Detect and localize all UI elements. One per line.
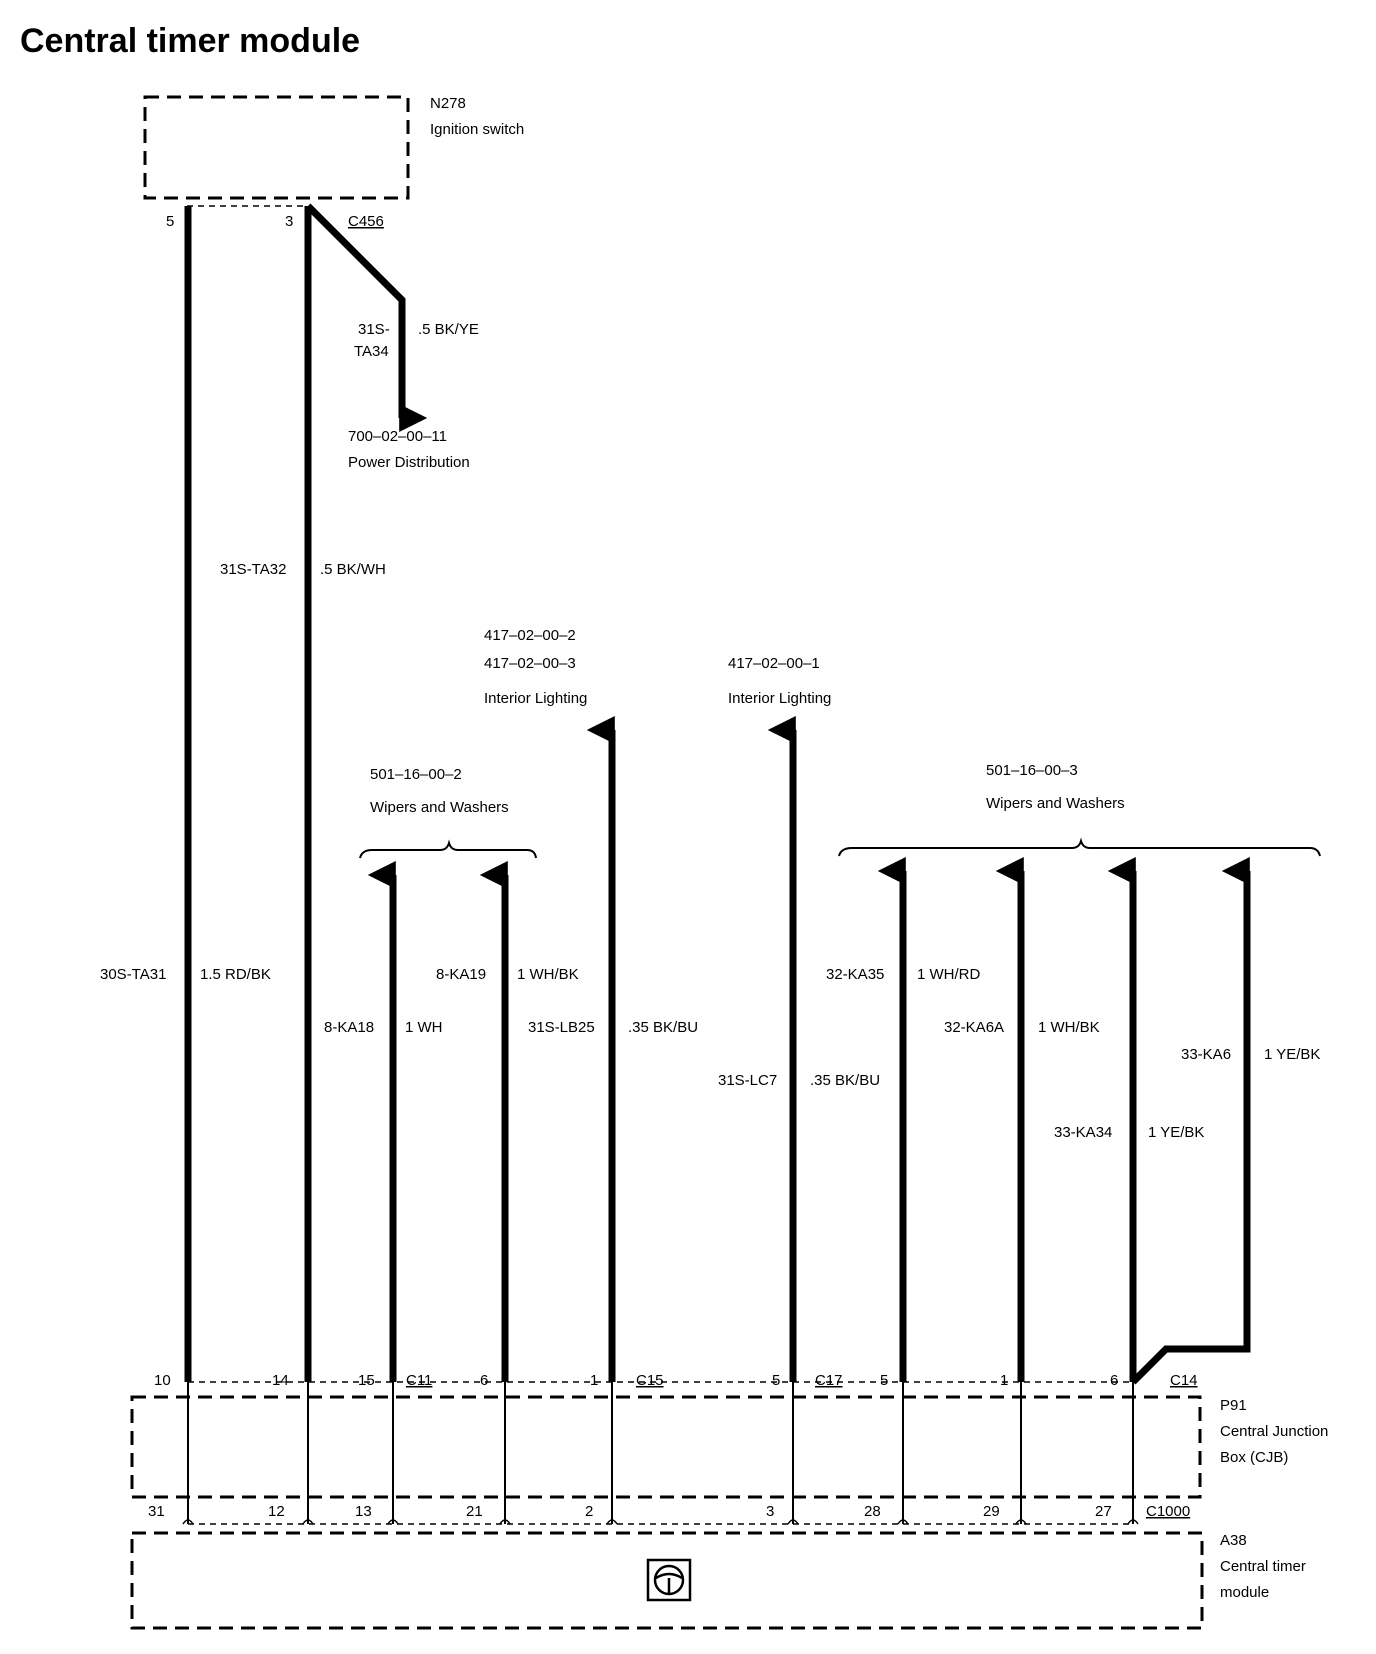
ta31-circuit: 30S-TA31 <box>100 966 166 983</box>
connector-c17: C17 <box>815 1372 843 1389</box>
ka34-circuit: 33-KA34 <box>1054 1124 1112 1141</box>
ctm-pin-terminals <box>182 1519 1139 1525</box>
wire-33-ka6 <box>1130 857 1251 1385</box>
cjb-name-line2: Box (CJB) <box>1220 1449 1288 1466</box>
cjb-pin-5b: 5 <box>880 1372 888 1389</box>
ka18-color: 1 WH <box>405 1019 443 1036</box>
ka6a-color: 1 WH/BK <box>1038 1019 1100 1036</box>
power-distribution-ref: 700–02–00–11 <box>348 428 447 445</box>
cjb-pin-6b: 6 <box>1110 1372 1118 1389</box>
wipers-b-bracket <box>838 837 1321 857</box>
cjb-pin-10: 10 <box>154 1372 171 1389</box>
interior-lighting-b-name: Interior Lighting <box>728 690 831 707</box>
ta32-circuit: 31S-TA32 <box>220 561 286 578</box>
ctm-pin-13: 13 <box>355 1503 372 1520</box>
connector-c11: C11 <box>406 1372 432 1389</box>
interior-lighting-a-ref1: 417–02–00–2 <box>484 627 576 644</box>
ctm-pin-3: 3 <box>766 1503 774 1520</box>
cjb-pin-15: 15 <box>358 1372 375 1389</box>
lb25-color: .35 BK/BU <box>628 1019 698 1036</box>
wipers-b-name: Wipers and Washers <box>986 795 1125 812</box>
cjb-pin-1: 1 <box>590 1372 598 1389</box>
connector-c456: C456 <box>348 213 384 230</box>
interior-lighting-b-ref1: 417–02–00–1 <box>728 655 820 672</box>
ta31-color: 1.5 RD/BK <box>200 966 271 983</box>
wipers-b-ref: 501–16–00–3 <box>986 762 1078 779</box>
lb25-circuit: 31S-LB25 <box>528 1019 595 1036</box>
ctm-name-line2: module <box>1220 1584 1269 1601</box>
ka35-circuit: 32-KA35 <box>826 966 884 983</box>
ta32-color: .5 BK/WH <box>320 561 386 578</box>
wipers-a-name: Wipers and Washers <box>370 799 509 816</box>
ctm-pin-2: 2 <box>585 1503 593 1520</box>
ka19-color: 1 WH/BK <box>517 966 579 983</box>
ctm-pin-28: 28 <box>864 1503 881 1520</box>
ka6-circuit: 33-KA6 <box>1181 1046 1231 1063</box>
ctm-name-line1: Central timer <box>1220 1558 1306 1575</box>
ignition-pin-3: 3 <box>285 213 293 230</box>
ignition-switch-id: N278 <box>430 95 466 112</box>
ignition-switch-box <box>143 95 410 200</box>
wire-31s-ta34 <box>305 203 428 432</box>
ta34-circuit-line1: 31S- <box>358 321 390 338</box>
ka19-circuit: 8-KA19 <box>436 966 486 983</box>
cjb-pin-14: 14 <box>272 1372 289 1389</box>
interior-lighting-a-name: Interior Lighting <box>484 690 587 707</box>
ctm-box <box>130 1531 1204 1630</box>
ignition-switch-name: Ignition switch <box>430 121 524 138</box>
lc7-color: .35 BK/BU <box>810 1072 880 1089</box>
cjb-pin-5a: 5 <box>772 1372 780 1389</box>
ctm-id: A38 <box>1220 1532 1247 1549</box>
cjb-box <box>130 1395 1202 1499</box>
ctm-pin-21: 21 <box>466 1503 483 1520</box>
ka6-color: 1 YE/BK <box>1264 1046 1320 1063</box>
ctm-pin-12: 12 <box>268 1503 285 1520</box>
lc7-circuit: 31S-LC7 <box>718 1072 777 1089</box>
ta34-circuit-line2: TA34 <box>354 343 389 360</box>
ka6a-circuit: 32-KA6A <box>944 1019 1004 1036</box>
ta34-color: .5 BK/YE <box>418 321 479 338</box>
cjb-pin-6: 6 <box>480 1372 488 1389</box>
ka34-color: 1 YE/BK <box>1148 1124 1204 1141</box>
cjb-pin-1b: 1 <box>1000 1372 1008 1389</box>
power-distribution-name: Power Distribution <box>348 454 470 471</box>
ignition-pin-5: 5 <box>166 213 174 230</box>
ctm-pin-31: 31 <box>148 1503 165 1520</box>
connector-c15: C15 <box>636 1372 664 1389</box>
interior-lighting-a-ref2: 417–02–00–3 <box>484 655 576 672</box>
connector-c14: C14 <box>1170 1372 1198 1389</box>
ctm-pin-27: 27 <box>1095 1503 1112 1520</box>
steering-wheel-icon <box>646 1558 692 1602</box>
page-title: Central timer module <box>20 22 360 60</box>
ctm-pin-29: 29 <box>983 1503 1000 1520</box>
cjb-internal-wires <box>187 1382 1134 1524</box>
cjb-name-line1: Central Junction <box>1220 1423 1328 1440</box>
cjb-id: P91 <box>1220 1397 1247 1414</box>
ka18-circuit: 8-KA18 <box>324 1019 374 1036</box>
wipers-a-ref: 501–16–00–2 <box>370 766 462 783</box>
connector-c1000: C1000 <box>1146 1503 1190 1520</box>
ka35-color: 1 WH/RD <box>917 966 981 983</box>
wipers-a-bracket <box>359 839 537 859</box>
